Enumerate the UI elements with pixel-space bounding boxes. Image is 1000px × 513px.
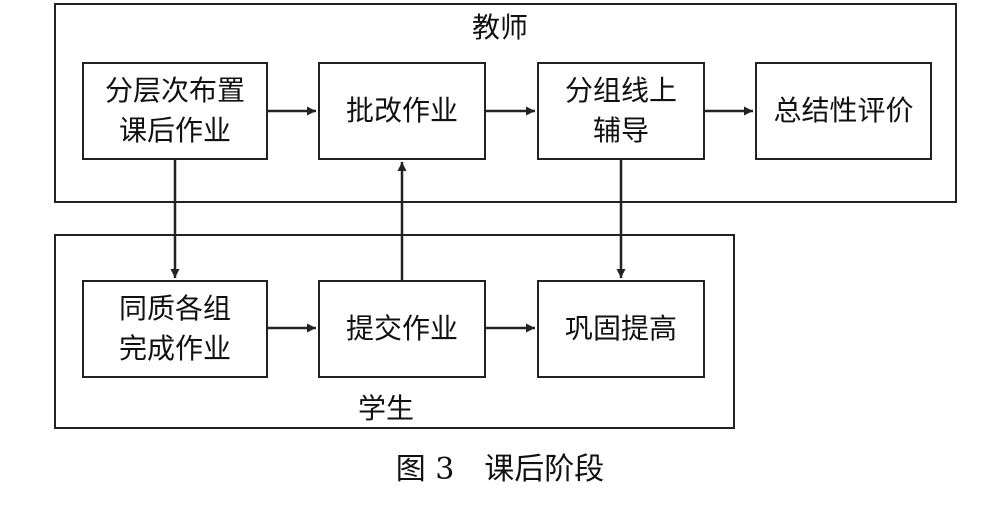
submit-homework-box: 提交作业 xyxy=(318,280,486,378)
box-line: 完成作业 xyxy=(118,332,231,365)
student-group-label: 学生 xyxy=(358,392,415,425)
box-line: 提交作业 xyxy=(345,312,458,345)
box-line: 巩固提高 xyxy=(564,312,677,345)
consolidate-improve-box: 巩固提高 xyxy=(537,280,705,378)
online-tutoring-box: 分组线上 辅导 xyxy=(537,62,705,160)
same-quality-groups-box: 同质各组 完成作业 xyxy=(82,280,268,378)
box-line: 同质各组 xyxy=(118,292,231,325)
student-group xyxy=(54,234,735,429)
teacher-group-label: 教师 xyxy=(472,11,529,44)
teacher-group xyxy=(54,3,957,203)
grading-box: 批改作业 xyxy=(318,62,486,160)
box-line: 批改作业 xyxy=(345,94,458,127)
figure-caption: 图 3 课后阶段 xyxy=(395,452,605,487)
box-line: 课后作业 xyxy=(118,114,231,147)
box-line: 辅导 xyxy=(592,114,649,147)
box-line: 分组线上 xyxy=(564,74,677,107)
layered-homework-box: 分层次布置 课后作业 xyxy=(82,62,268,160)
box-line: 总结性评价 xyxy=(773,94,914,127)
summative-evaluation-box: 总结性评价 xyxy=(755,62,932,160)
box-line: 分层次布置 xyxy=(104,74,245,107)
